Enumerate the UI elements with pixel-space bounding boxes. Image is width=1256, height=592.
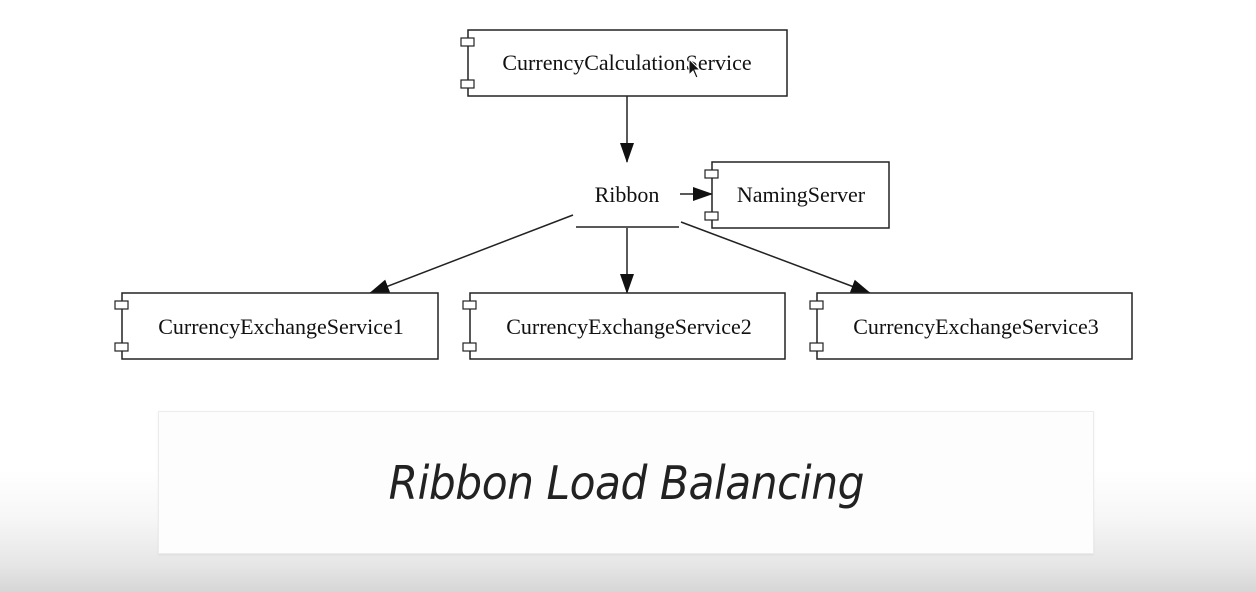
- node-label: CurrencyCalculationService: [502, 50, 751, 75]
- node-currency-exchange-service-1: CurrencyExchangeService1: [114, 292, 439, 360]
- ribbon-label: Ribbon: [595, 182, 660, 207]
- node-label: NamingServer: [737, 182, 866, 207]
- component-box: [816, 292, 1133, 360]
- component-icon: [114, 300, 129, 352]
- component-icon: [809, 300, 824, 352]
- component-box: [711, 161, 890, 229]
- node-currency-calculation-service: CurrencyCalculationService: [460, 29, 788, 97]
- node-label: CurrencyExchangeService1: [158, 314, 404, 339]
- node-currency-exchange-service-2: CurrencyExchangeService2: [462, 292, 786, 360]
- edge-ribbon-to-exchange-3: [680, 221, 871, 294]
- edge-ribbon-to-exchange-1: [369, 214, 574, 294]
- node-ribbon: Ribbon: [576, 182, 679, 228]
- node-label: CurrencyExchangeService2: [506, 314, 752, 339]
- component-diagram: CurrencyCalculationService Ribbon Naming…: [114, 29, 1133, 360]
- component-icon: [462, 300, 477, 352]
- component-box: [467, 29, 788, 97]
- component-icon: [704, 169, 719, 221]
- caption-card: Ribbon Load Balancing: [158, 411, 1094, 554]
- node-naming-server: NamingServer: [704, 161, 890, 229]
- component-box: [121, 292, 439, 360]
- component-icon: [460, 37, 475, 89]
- node-currency-exchange-service-3: CurrencyExchangeService3: [809, 292, 1133, 360]
- caption-title: Ribbon Load Balancing: [388, 455, 864, 510]
- mouse-pointer-icon: [688, 58, 702, 79]
- node-label: CurrencyExchangeService3: [853, 314, 1099, 339]
- component-box: [469, 292, 786, 360]
